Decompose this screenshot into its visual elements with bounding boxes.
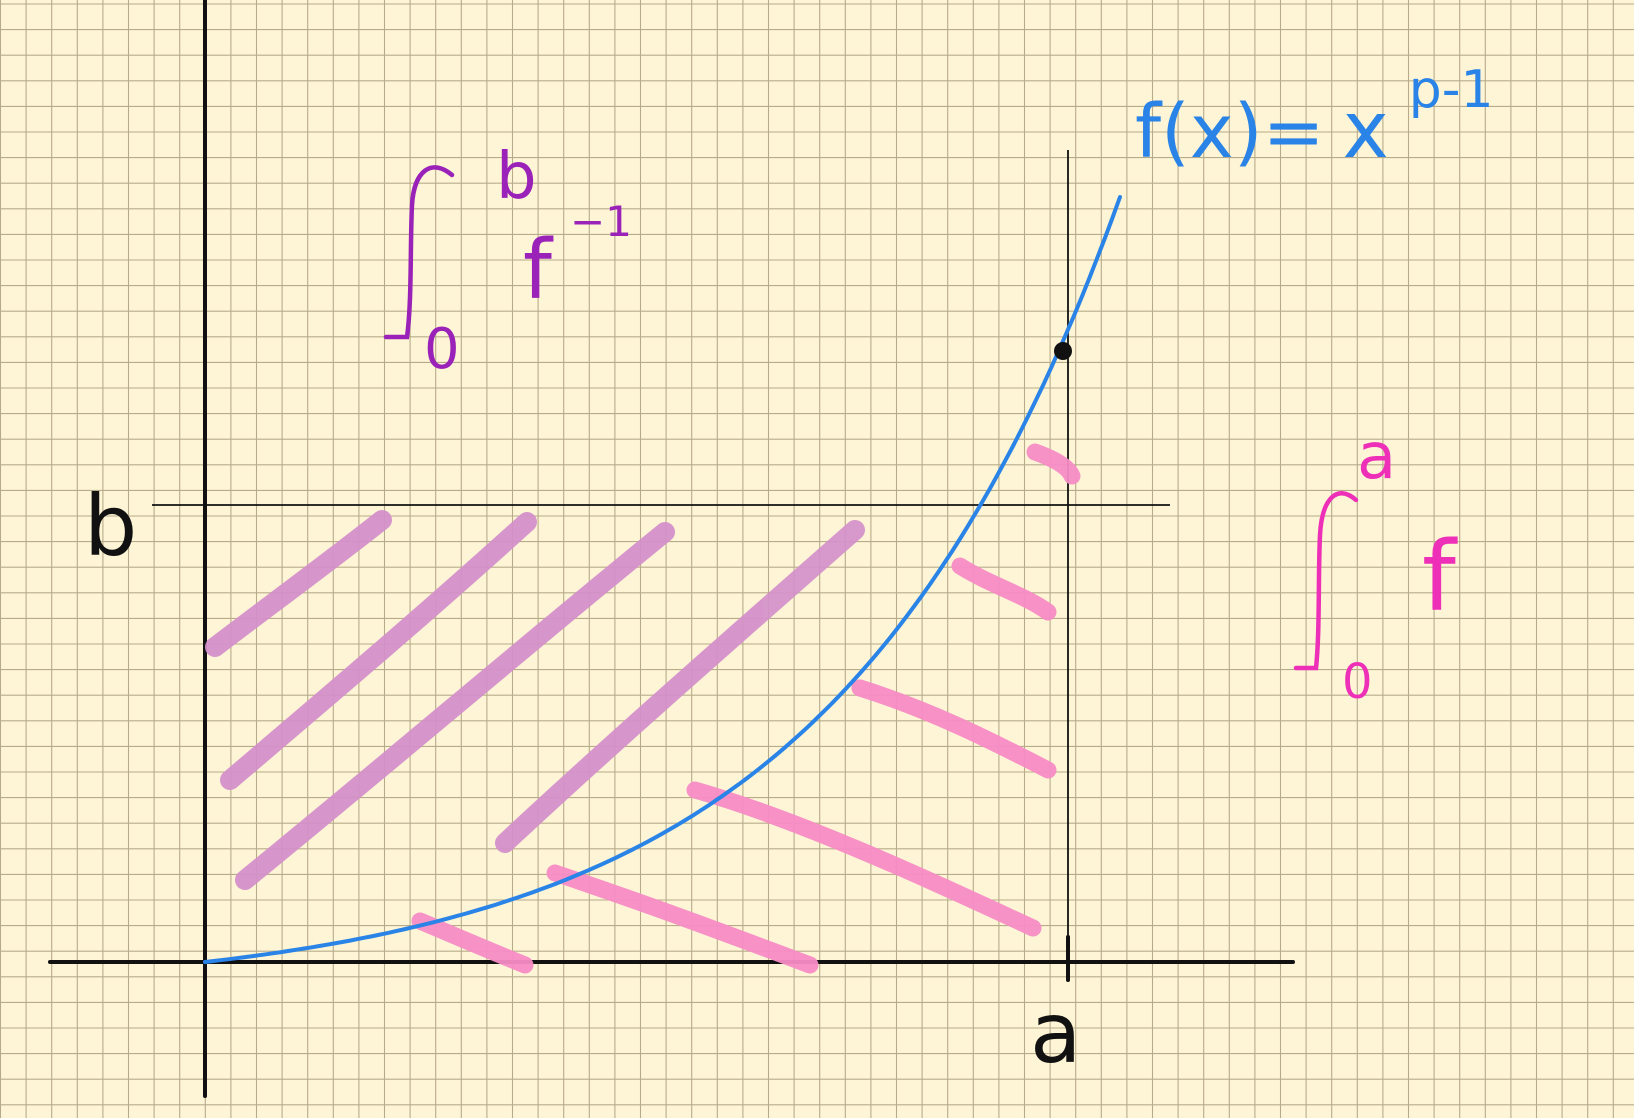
integral-inverse-integrand: f xyxy=(523,223,554,318)
integral-function-upper-limit: a xyxy=(1357,420,1396,494)
function-label-lhs: f(x)= xyxy=(1135,89,1325,175)
hatch-function-stroke xyxy=(411,912,534,974)
axis-label-a: a xyxy=(1030,984,1081,1082)
integral-sign-icon xyxy=(1293,491,1359,671)
hatch-function-stroke xyxy=(1026,443,1081,485)
integral-inverse-lower-limit: 0 xyxy=(424,317,460,382)
function-label-exponent: p-1 xyxy=(1409,60,1494,120)
hatch-function-area xyxy=(411,443,1081,974)
hatch-inverse-stroke xyxy=(220,512,537,790)
integral-sign-icon xyxy=(383,165,455,340)
hatch-inverse-stroke xyxy=(495,520,865,853)
integral-function-lower-limit: 0 xyxy=(1342,654,1373,710)
hatch-inverse-stroke xyxy=(205,510,392,657)
function-label-base: x xyxy=(1343,86,1389,176)
integral-inverse-superscript: −1 xyxy=(570,197,632,246)
axis-label-b: b xyxy=(84,477,137,575)
point-marker-icon xyxy=(1054,342,1072,360)
integral-inverse-upper-limit: b xyxy=(496,140,537,214)
hatch-function-stroke xyxy=(951,557,1057,621)
integral-function-integrand: f xyxy=(1422,521,1458,633)
hatch-inverse-area xyxy=(205,510,865,890)
function-curve xyxy=(203,195,1122,964)
hatch-function-stroke xyxy=(686,781,1042,937)
function-label: f(x)=x p-1 xyxy=(1135,60,1494,176)
hatch-function-stroke xyxy=(851,679,1057,779)
hatch-inverse-stroke xyxy=(235,522,675,890)
hatch-function-stroke xyxy=(546,864,819,974)
